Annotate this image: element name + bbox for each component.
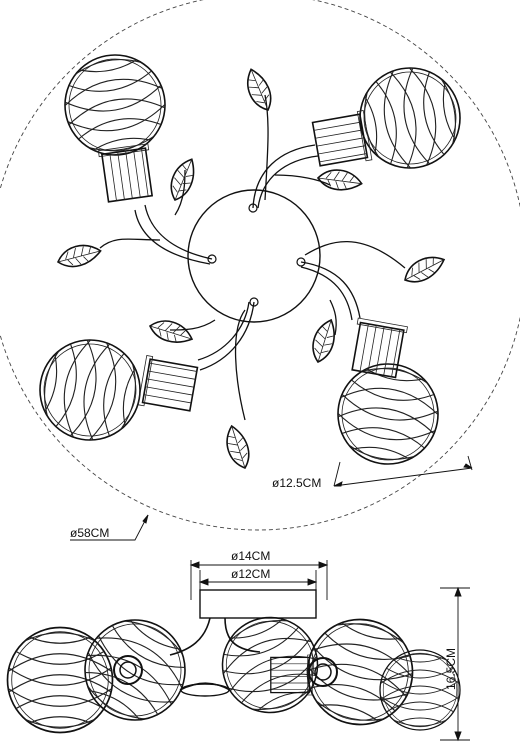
canopy-side: [199, 589, 317, 619]
base-outer-diameter-label: ø14CM: [231, 549, 270, 563]
outer-diameter-label: ø58CM: [70, 526, 109, 540]
shade-diameter-label: ø12.5CM: [272, 476, 321, 490]
lamp-arms: [99, 94, 406, 421]
base-dimension-lines: [189, 560, 329, 600]
decorative-leaves: [54, 65, 450, 472]
shade-top-left: [45, 35, 184, 204]
base-inner-diameter-label: ø12CM: [231, 567, 270, 581]
center-canopy: [187, 189, 321, 323]
outer-boundary-circle: [0, 0, 520, 531]
shade-top-right: [311, 48, 479, 187]
shade-dimension-line: [333, 455, 473, 487]
canopy-screw-holes: [207, 203, 306, 307]
side-view-shades: [0, 588, 468, 752]
height-dimension-line: [440, 586, 470, 742]
height-label: 16.5CM: [444, 648, 458, 690]
outer-dimension-leader: [70, 514, 149, 541]
shade-bottom-right: [318, 317, 457, 483]
